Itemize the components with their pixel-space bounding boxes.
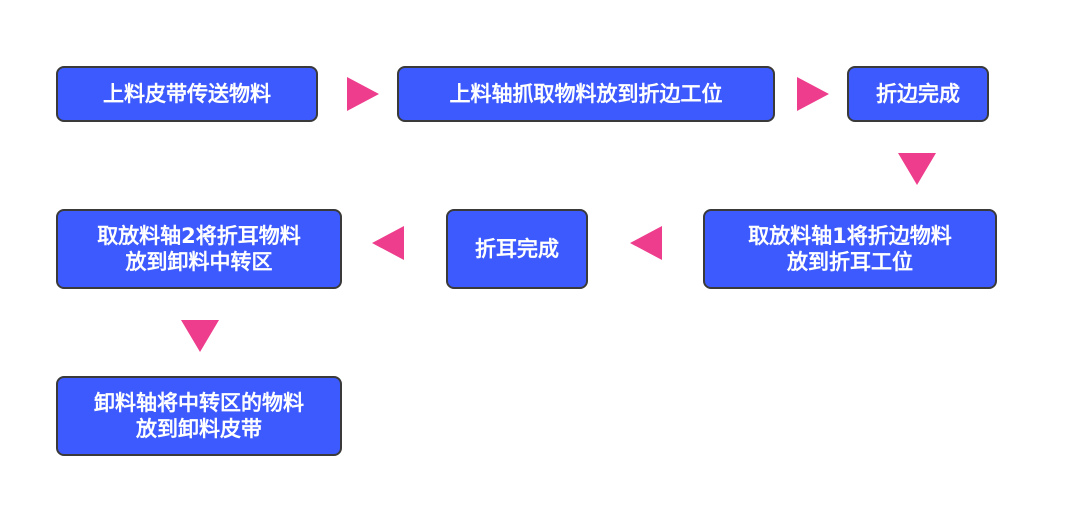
- step-4-label: 取放料轴1将折边物料 放到折耳工位: [748, 224, 952, 274]
- arrow-right-icon: [797, 77, 829, 111]
- step-5-label: 折耳完成: [475, 237, 559, 261]
- step-7-box: 卸料轴将中转区的物料 放到卸料皮带: [56, 376, 342, 456]
- step-1-label: 上料皮带传送物料: [103, 82, 271, 106]
- step-7-label: 卸料轴将中转区的物料 放到卸料皮带: [94, 391, 304, 441]
- arrow-left-icon: [630, 226, 662, 260]
- step-2-box: 上料轴抓取物料放到折边工位: [397, 66, 775, 122]
- step-2-label: 上料轴抓取物料放到折边工位: [449, 82, 723, 106]
- arrow-right-icon: [347, 77, 379, 111]
- arrow-down-icon: [898, 153, 936, 185]
- step-6-box: 取放料轴2将折耳物料 放到卸料中转区: [56, 209, 342, 289]
- arrow-left-icon: [372, 226, 404, 260]
- step-6-label: 取放料轴2将折耳物料 放到卸料中转区: [97, 224, 301, 274]
- step-3-box: 折边完成: [847, 66, 989, 122]
- step-5-box: 折耳完成: [446, 209, 588, 289]
- step-1-box: 上料皮带传送物料: [56, 66, 318, 122]
- step-3-label: 折边完成: [876, 82, 960, 106]
- arrow-down-icon: [181, 320, 219, 352]
- step-4-box: 取放料轴1将折边物料 放到折耳工位: [703, 209, 997, 289]
